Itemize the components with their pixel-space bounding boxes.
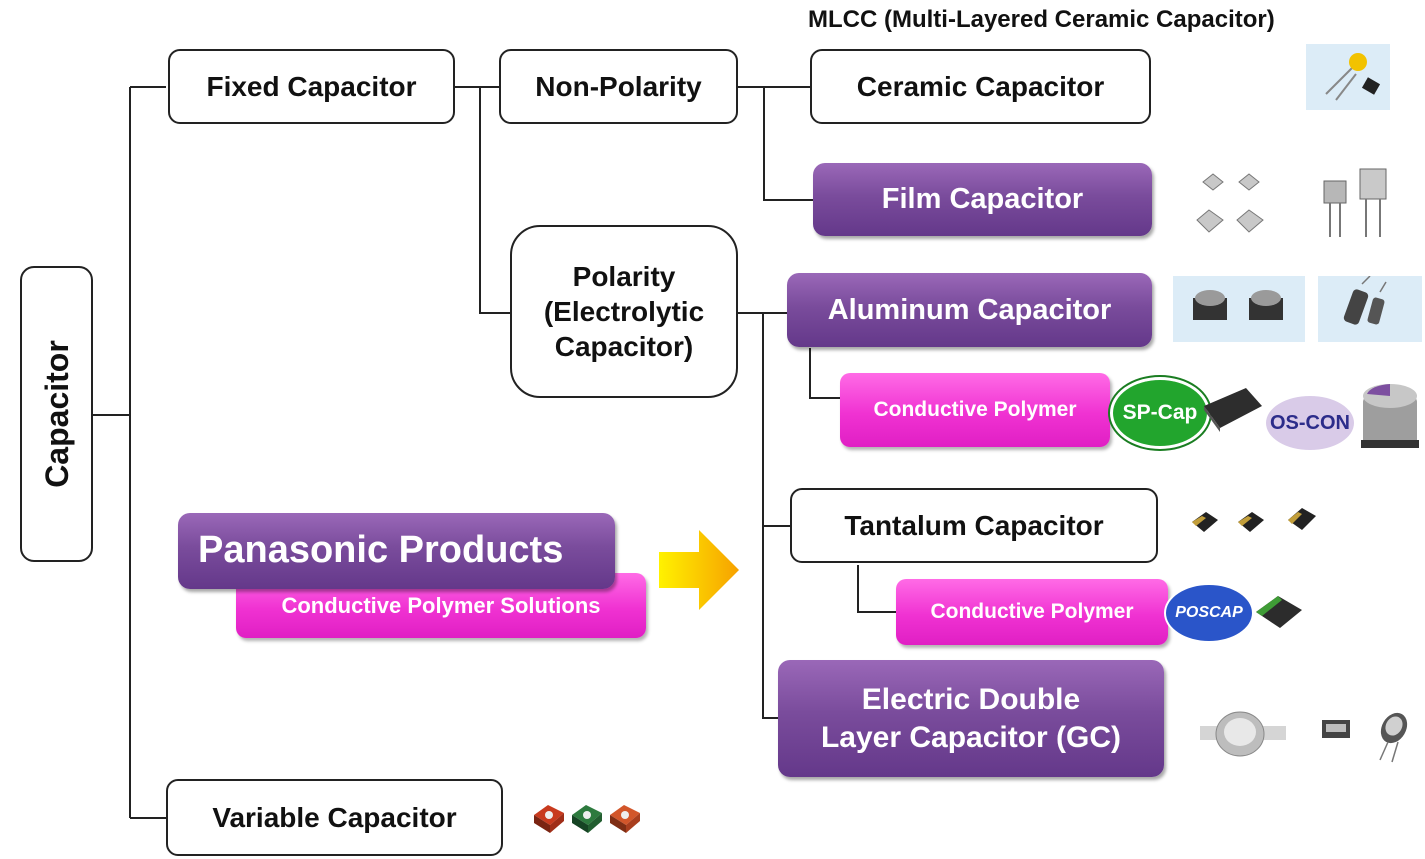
film-capacitor-node: Film Capacitor: [813, 163, 1152, 236]
edlc-coin-cell-photo: [1200, 711, 1286, 757]
ceramic-capacitor-node: Ceramic Capacitor: [810, 49, 1151, 124]
capacitor-root-label: Capacitor: [38, 340, 75, 488]
tantalum-capacitor-node: Tantalum Capacitor: [790, 488, 1158, 563]
tantalum-chips-photo: [1192, 508, 1316, 532]
polarity-line-3: Capacitor): [554, 331, 694, 362]
edlc-node: Electric Double Layer Capacitor (GC): [778, 660, 1164, 777]
edlc-line-2: Layer Capacitor (GC): [820, 720, 1122, 754]
fixed-capacitor-node: Fixed Capacitor: [168, 49, 455, 124]
polarity-line-2: (Electrolytic: [543, 296, 705, 327]
poscap-chip-photo: [1256, 596, 1302, 628]
connector-fixed: [455, 86, 510, 314]
polarity-node: Polarity (Electrolytic Capacitor): [510, 225, 738, 398]
edlc-radial-photo: [1322, 712, 1408, 763]
sp-cap-chip-photo: [1204, 388, 1262, 432]
os-con-logo: OS-CON: [1264, 394, 1356, 452]
aluminum-conductive-polymer-node: Conductive Polymer: [840, 373, 1110, 447]
polarity-line-1: Polarity: [572, 261, 676, 292]
connector-polarity: [738, 312, 790, 719]
connector-tantalum: [857, 565, 896, 613]
aluminum-capacitor-node: Aluminum Capacitor: [787, 273, 1152, 347]
connector-nonpolarity: [738, 86, 813, 201]
tantalum-conductive-polymer-node: Conductive Polymer: [896, 579, 1168, 645]
variable-capacitor-node: Variable Capacitor: [166, 779, 503, 856]
poscap-logo: POSCAP: [1164, 583, 1254, 643]
edlc-line-1: Electric Double: [861, 683, 1081, 716]
aluminum-capacitor-smd-photo: [1173, 276, 1305, 342]
variable-capacitor-photo: [534, 805, 640, 833]
os-con-can-photo: [1361, 384, 1419, 448]
aluminum-capacitor-radial-photo: [1318, 276, 1422, 342]
film-capacitor-chips-photo: [1196, 173, 1264, 233]
capacitor-root-node: Capacitor: [20, 266, 93, 562]
right-arrow-icon: [659, 530, 739, 610]
non-polarity-node: Non-Polarity: [499, 49, 738, 124]
connector-aluminum: [809, 348, 840, 399]
panasonic-title-box: Panasonic Products: [178, 513, 615, 589]
connector-root: [93, 86, 166, 819]
mlcc-caption: MLCC (Multi-Layered Ceramic Capacitor): [808, 6, 1275, 33]
film-capacitor-radial-photo: [1323, 168, 1387, 237]
ceramic-capacitor-photo: [1306, 44, 1390, 110]
sp-cap-logo: SP-Cap: [1110, 377, 1210, 449]
